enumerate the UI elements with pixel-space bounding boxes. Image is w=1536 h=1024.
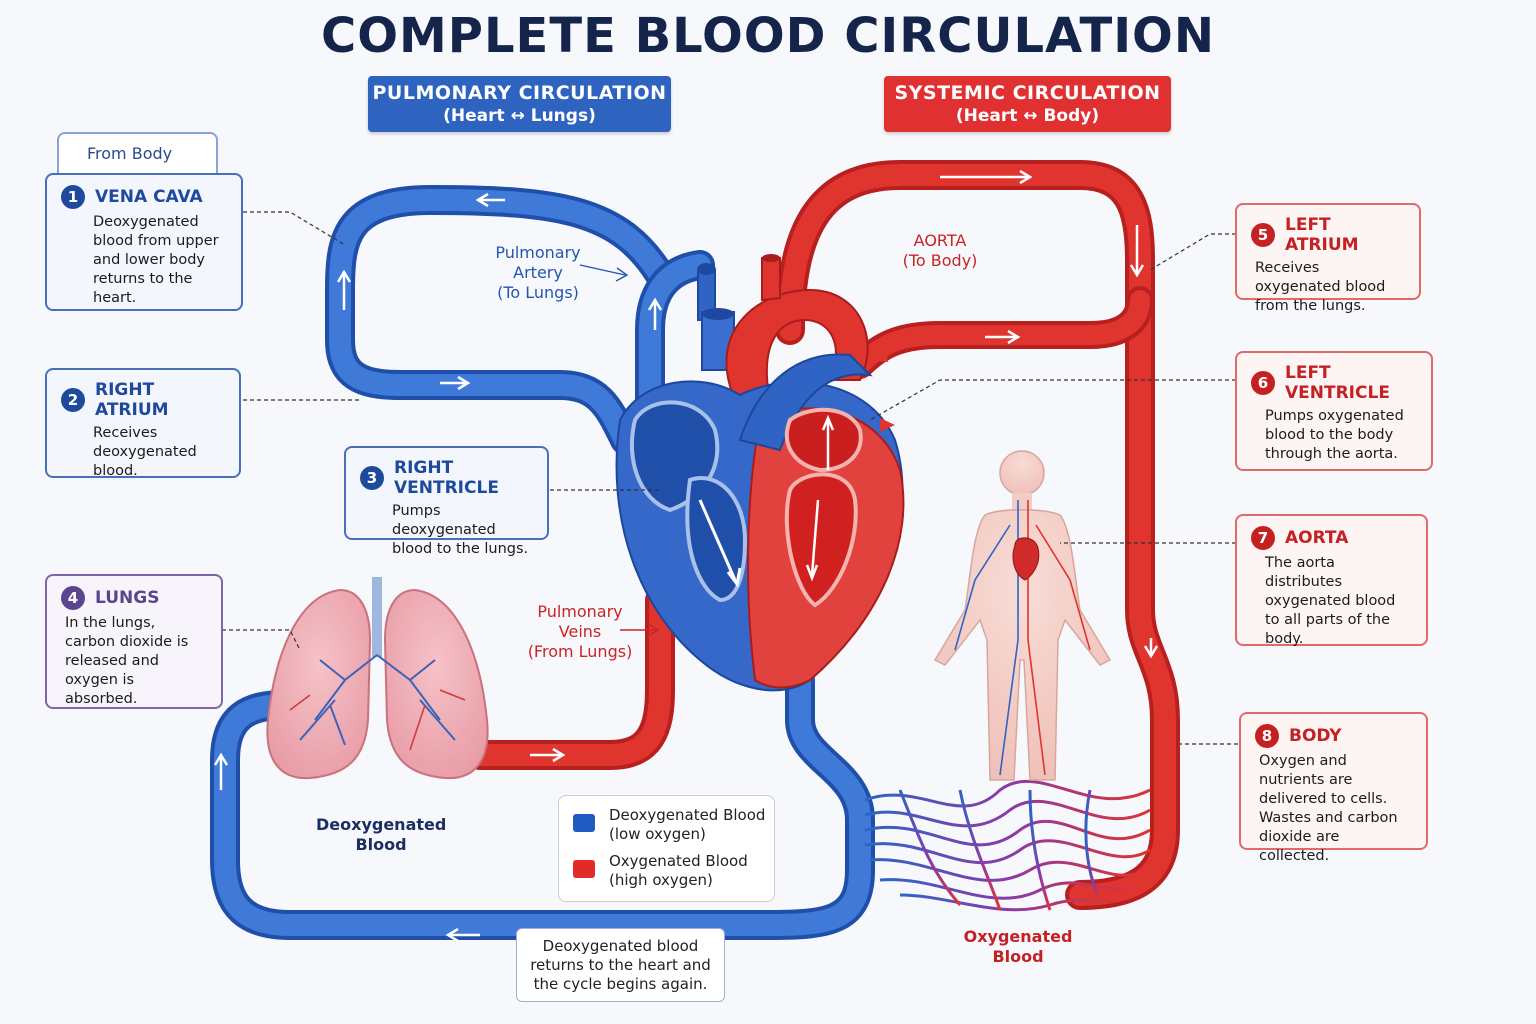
- label-line: AORTA: [913, 231, 967, 250]
- label-line: (From Lungs): [527, 642, 633, 661]
- legend-item-oxygenated: Oxygenated Blood(high oxygen): [573, 852, 774, 890]
- flow-arrows: [213, 169, 1159, 943]
- pulmonary-artery-label: Pulmonary Artery (To Lungs): [478, 243, 598, 303]
- oxygenated-blood-label: Oxygenated Blood: [958, 927, 1078, 967]
- step-left-ventricle: 6 LEFT VENTRICLE Pumps oxygenated blood t…: [1235, 351, 1433, 471]
- step-number: 2: [61, 388, 85, 412]
- step-text: Pumps oxygenated blood to the body throu…: [1265, 408, 1404, 462]
- step-vena-cava: 1 VENA CAVA Deoxygenated blood from upper…: [45, 173, 243, 311]
- step-text: Deoxygenated blood from upper and lower …: [93, 214, 219, 306]
- leader-lines: [222, 211, 1238, 745]
- legend-sublabel: (high oxygen): [609, 871, 713, 889]
- step-title: VENA CAVA: [95, 187, 203, 207]
- label-line: Deoxygenated: [316, 815, 447, 834]
- label-line: Blood: [992, 947, 1044, 966]
- legend: Deoxygenated Blood(low oxygen) Oxygenate…: [558, 795, 775, 902]
- systemic-banner-subtitle: (Heart ↔ Body): [955, 106, 1100, 126]
- label-line: Pulmonary: [537, 602, 623, 621]
- pulmonary-veins-label: Pulmonary Veins (From Lungs): [520, 602, 640, 662]
- legend-swatch: [573, 860, 595, 878]
- step-number: 6: [1251, 371, 1275, 395]
- capillary-bed: [864, 779, 1151, 912]
- step-right-ventricle: 3 RIGHT VENTRICLE Pumps deoxygenated bloo…: [344, 446, 549, 557]
- step-text: Oxygen and nutrients are delivered to ce…: [1259, 753, 1398, 864]
- step-left-atrium: 5 LEFT ATRIUM Receives oxygenated blood f…: [1235, 203, 1421, 314]
- cycle-return-note: Deoxygenated blood returns to the heart …: [516, 928, 725, 1002]
- legend-item-deoxygenated: Deoxygenated Blood(low oxygen): [573, 806, 774, 844]
- step-number: 1: [61, 185, 85, 209]
- red-arrowheads: [870, 348, 895, 432]
- legend-sublabel: (low oxygen): [609, 825, 706, 843]
- step-title: AORTA: [1285, 528, 1349, 548]
- blue-vessels: [210, 185, 875, 940]
- label-line: Blood: [355, 835, 407, 854]
- legend-label: Deoxygenated Blood: [609, 806, 766, 824]
- from-body-tab: From Body: [57, 132, 218, 176]
- heart-illustration: [615, 254, 905, 692]
- label-line: Oxygenated: [963, 927, 1073, 946]
- label-pointers: [579, 264, 660, 637]
- step-title: LEFT ATRIUM: [1285, 215, 1359, 255]
- pulmonary-banner-subtitle: (Heart ↔ Lungs): [443, 106, 596, 126]
- step-body: 8 BODY Oxygen and nutrients are delivered…: [1239, 712, 1428, 864]
- label-line: (To Body): [902, 251, 978, 270]
- label-line: Pulmonary: [495, 243, 581, 262]
- step-title: RIGHT VENTRICLE: [394, 458, 499, 498]
- step-title: LUNGS: [95, 588, 160, 608]
- pulmonary-banner-title: PULMONARY CIRCULATION: [372, 82, 667, 104]
- step-title: RIGHT ATRIUM: [95, 380, 169, 420]
- step-title: BODY: [1289, 726, 1342, 746]
- legend-label: Oxygenated Blood: [609, 852, 748, 870]
- systemic-banner-title: SYSTEMIC CIRCULATION: [894, 82, 1161, 104]
- step-title: LEFT VENTRICLE: [1285, 363, 1390, 403]
- page-title: COMPLETE BLOOD CIRCULATION: [320, 8, 1216, 64]
- pulmonary-banner: PULMONARY CIRCULATION (Heart ↔ Lungs): [368, 76, 671, 132]
- human-body-illustration: [933, 450, 1112, 781]
- step-aorta: 7 AORTA The aorta distributes oxygenated …: [1235, 514, 1428, 647]
- lungs-illustration: [266, 577, 489, 780]
- systemic-banner: SYSTEMIC CIRCULATION (Heart ↔ Body): [884, 76, 1171, 132]
- step-lungs: 4 LUNGS In the lungs, carbon dioxide is r…: [45, 574, 223, 709]
- step-number: 8: [1255, 724, 1279, 748]
- red-vessels: [465, 160, 1180, 910]
- step-text: In the lungs, carbon dioxide is released…: [65, 615, 189, 707]
- step-text: The aorta distributes oxygenated blood t…: [1265, 555, 1396, 647]
- label-line: (To Lungs): [497, 283, 579, 302]
- step-number: 3: [360, 466, 384, 490]
- step-text: Pumps deoxygenated blood to the lungs.: [392, 503, 529, 557]
- step-text: Receives oxygenated blood from the lungs…: [1255, 260, 1386, 314]
- step-right-atrium: 2 RIGHT ATRIUM Receives deoxygenated bloo…: [45, 368, 241, 479]
- deoxygenated-blood-label: Deoxygenated Blood: [316, 815, 446, 855]
- step-number: 7: [1251, 526, 1275, 550]
- aorta-label: AORTA (To Body): [880, 231, 1000, 271]
- legend-swatch: [573, 814, 595, 832]
- label-line: Veins: [558, 622, 602, 641]
- label-line: Artery: [513, 263, 563, 282]
- step-number: 5: [1251, 223, 1275, 247]
- step-number: 4: [61, 586, 85, 610]
- step-text: Receives deoxygenated blood.: [93, 425, 197, 479]
